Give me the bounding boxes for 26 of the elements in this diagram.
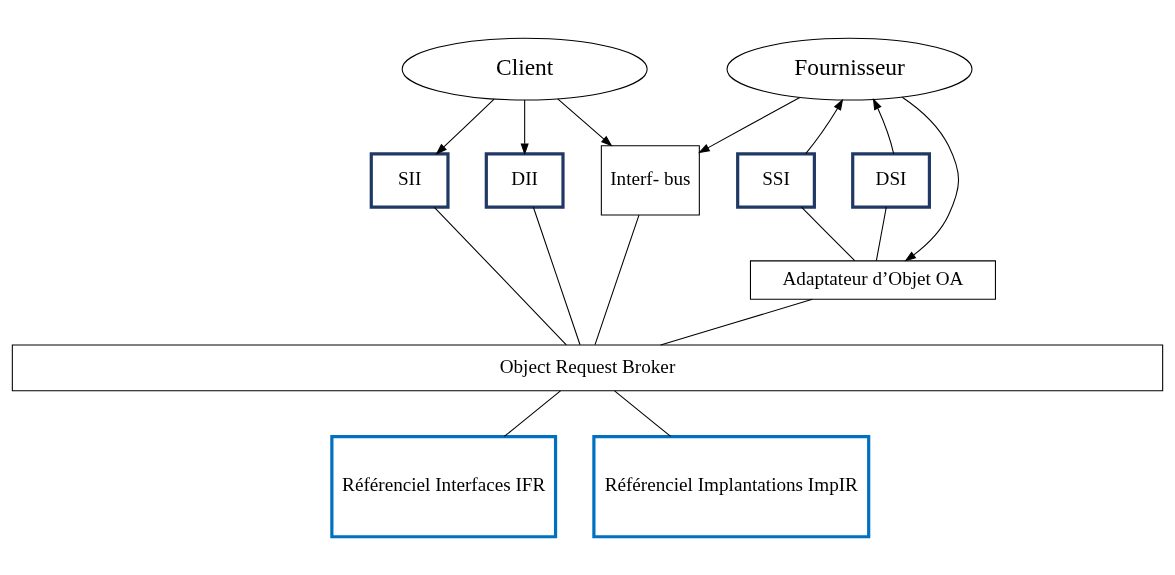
node-ellipse: Fournisseur [726,37,973,101]
arrow [557,98,613,147]
arrow [698,96,801,154]
arrow [805,98,844,155]
node-box: SSI [736,152,816,209]
node-box: Interf- bus [600,145,700,216]
node-box: Référenciel Implantations ImpIR [592,435,871,539]
node-ellipse: Client [401,37,648,101]
node-box: DSI [851,152,931,209]
arrow [520,99,529,156]
connector [433,206,567,346]
node-box: Object Request Broker [11,344,1164,392]
node-box: DII [484,152,565,209]
node-box: SII [369,152,450,209]
connector [800,206,856,262]
connector [660,298,813,346]
connector [614,390,672,437]
arrow [435,98,495,155]
connector [875,206,887,262]
connector [503,390,561,437]
connector [594,214,640,346]
arrow [872,98,895,155]
node-box: Adaptateur d’Objet OA [749,260,996,300]
arrow [901,96,960,262]
connector [532,206,581,346]
node-box: Référenciel Interfaces IFR [330,435,558,539]
